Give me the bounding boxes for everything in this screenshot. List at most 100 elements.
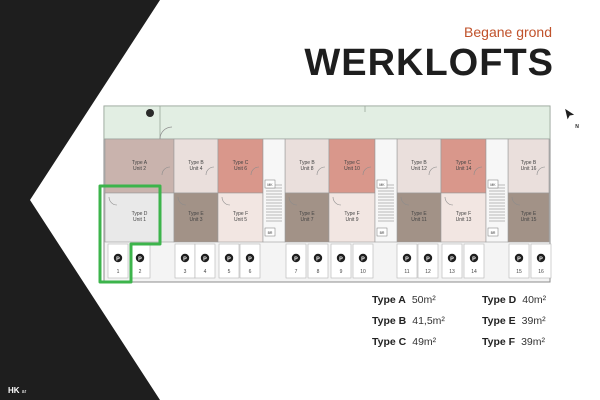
core-label: BR xyxy=(491,231,496,235)
unit-number-label: Unit 16 xyxy=(521,166,537,172)
parking-symbol: P xyxy=(316,256,320,262)
unit-bottom-7 xyxy=(440,192,487,243)
unit-number-label: Unit 3 xyxy=(189,217,202,223)
parking-icon xyxy=(336,253,346,263)
parking-icon xyxy=(113,253,123,263)
unit-number-label: Unit 12 xyxy=(411,166,427,172)
parking-icon xyxy=(514,253,524,263)
unit-number-label: Unit 4 xyxy=(189,166,202,172)
unit-number-label: Unit 2 xyxy=(133,166,146,172)
unit-type-label: Type E xyxy=(411,211,427,217)
garden-strip xyxy=(103,105,551,140)
parking-symbol: P xyxy=(539,256,543,262)
storage-cupboard xyxy=(376,227,388,237)
unit-number-label: Unit 7 xyxy=(300,217,313,223)
unit-bottom-3 xyxy=(217,192,264,243)
door-swing xyxy=(473,166,483,176)
unit-number-label: Unit 11 xyxy=(411,217,427,223)
unit-type-label: Type F xyxy=(344,211,359,217)
storage-cupboard xyxy=(487,227,499,237)
door-swing xyxy=(250,166,260,176)
parking-icon xyxy=(245,253,255,263)
core-label: MK xyxy=(490,183,496,187)
unit-type-label: Type B xyxy=(521,160,537,166)
unit-type-label: Type E xyxy=(521,211,537,217)
parking-symbol: P xyxy=(138,256,142,262)
door-swing xyxy=(444,196,454,206)
parking-symbol: P xyxy=(248,256,252,262)
parking-icon xyxy=(536,253,546,263)
unit-type-label: Type C xyxy=(233,160,249,166)
unit-bottom-4 xyxy=(284,192,330,243)
parking-number: 10 xyxy=(360,269,366,275)
meter-cupboard xyxy=(264,179,276,189)
parking-icon xyxy=(313,253,323,263)
parking-symbol: P xyxy=(203,256,207,262)
floor-subtitle: Begane grond xyxy=(464,24,552,40)
door-swing xyxy=(400,196,410,206)
door-swing xyxy=(177,196,187,206)
parking-number: 3 xyxy=(184,269,187,275)
unit-top-6 xyxy=(396,138,442,194)
parking-number: 15 xyxy=(516,269,522,275)
unit-bottom-2 xyxy=(173,192,219,243)
unit-top-8 xyxy=(507,138,550,194)
unit-number-label: Unit 9 xyxy=(345,217,358,223)
selected-unit-highlight xyxy=(98,184,162,284)
core-label: BR xyxy=(380,231,385,235)
door-swing xyxy=(332,196,342,206)
unit-top-7 xyxy=(440,138,487,194)
parking-number: 11 xyxy=(404,269,409,275)
meter-cupboard xyxy=(487,179,499,189)
unit-type-label: Type A xyxy=(132,160,148,166)
unit-number-label: Unit 6 xyxy=(234,166,247,172)
unit-number-label: Unit 14 xyxy=(456,166,472,172)
parking-symbol: P xyxy=(472,256,476,262)
parking-number: 9 xyxy=(340,269,343,275)
core-label: BR xyxy=(268,231,273,235)
parking-number: 8 xyxy=(317,269,320,275)
door-swing xyxy=(288,196,298,206)
stair-core xyxy=(262,138,286,243)
unit-number-label: Unit 13 xyxy=(456,217,472,223)
parking-icon xyxy=(402,253,412,263)
parking-icon xyxy=(224,253,234,263)
compass-arrow-icon xyxy=(565,108,575,120)
parking-icon xyxy=(447,253,457,263)
parking-icon xyxy=(180,253,190,263)
parking-icon xyxy=(358,253,368,263)
parking-symbol: P xyxy=(183,256,187,262)
door-swing xyxy=(536,166,546,176)
unit-type-label: Type B xyxy=(299,160,315,166)
bicycle-icon xyxy=(146,109,154,117)
unit-number-label: Unit 8 xyxy=(300,166,313,172)
door-swing xyxy=(221,196,231,206)
parking-number: 4 xyxy=(204,269,207,275)
door-swing xyxy=(428,166,438,176)
core-label: MK xyxy=(267,183,273,187)
parking-symbol: P xyxy=(405,256,409,262)
unit-type-label: Type F xyxy=(456,211,471,217)
meter-cupboard xyxy=(376,179,388,189)
unit-type-label: Type E xyxy=(299,211,315,217)
unit-bottom-6 xyxy=(396,192,442,243)
parking-symbol: P xyxy=(339,256,343,262)
parking-symbol: P xyxy=(227,256,231,262)
parking-symbol: P xyxy=(116,256,120,262)
parking-number: 14 xyxy=(471,269,477,275)
parking-number: 2 xyxy=(139,269,142,275)
unit-type-label: Type E xyxy=(188,211,204,217)
unit-number-label: Unit 1 xyxy=(133,217,146,223)
parking-number: 12 xyxy=(425,269,431,275)
unit-type-label: Type D xyxy=(132,211,148,217)
door-swing xyxy=(205,166,215,176)
unit-number-label: Unit 10 xyxy=(344,166,360,172)
parking-symbol: P xyxy=(517,256,521,262)
page-title: WERKLOFTS xyxy=(304,42,554,84)
parking-icon xyxy=(423,253,433,263)
parking-symbol: P xyxy=(426,256,430,262)
